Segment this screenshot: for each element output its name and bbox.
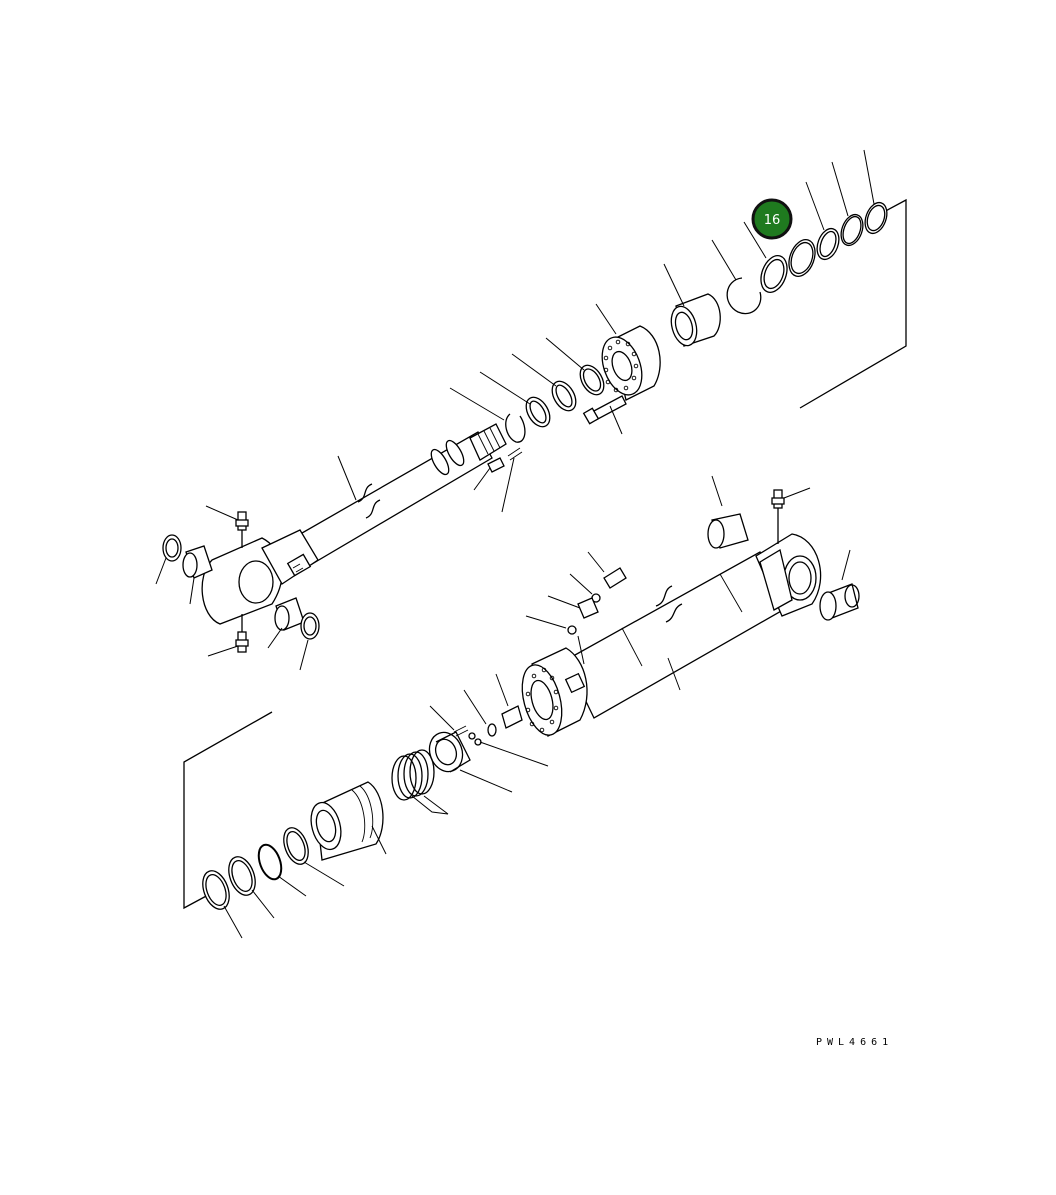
clevis-grease-fitting (771, 489, 785, 544)
lower-assembly (183, 489, 860, 910)
piston-rod (261, 423, 507, 585)
callout-badge-circle (751, 198, 793, 240)
check-valve-parts (567, 567, 627, 635)
lock-nut-small (487, 447, 523, 473)
callout-badge-16[interactable]: 16 (751, 198, 793, 240)
snap-ring (726, 277, 762, 315)
grease-fitting-bottom (235, 614, 249, 653)
head-nut (428, 731, 471, 773)
drawing-code: PWL4661 (816, 1037, 893, 1048)
rod-eye (201, 529, 319, 625)
piston (601, 325, 661, 401)
ring-stack-lower (202, 827, 309, 910)
ring-stack-upper (760, 201, 888, 293)
upper-assembly (162, 198, 907, 653)
rod-eye-bushing-left (162, 534, 213, 579)
callout-badge-number: 16 (764, 213, 781, 228)
assembly-bracket-upper (799, 198, 907, 409)
rod-seal-rings (505, 364, 605, 443)
rod-eye-bushing-right (274, 597, 320, 640)
gland-sleeve (310, 781, 384, 861)
clevis-bushing-top (707, 513, 749, 549)
leader-lines (155, 149, 875, 939)
assembly-bracket-lower (183, 711, 273, 910)
head-plugs (453, 705, 523, 746)
piston-sleeve (670, 293, 721, 347)
clevis-bushing-right (819, 583, 860, 621)
grease-fitting-top (235, 511, 249, 548)
cylinder-head-flange (521, 647, 588, 737)
cylinder-bottom-clevis (755, 533, 822, 617)
cylinder-tube (565, 551, 791, 719)
piston-bolt (582, 395, 627, 425)
cushion-spring (391, 749, 435, 801)
